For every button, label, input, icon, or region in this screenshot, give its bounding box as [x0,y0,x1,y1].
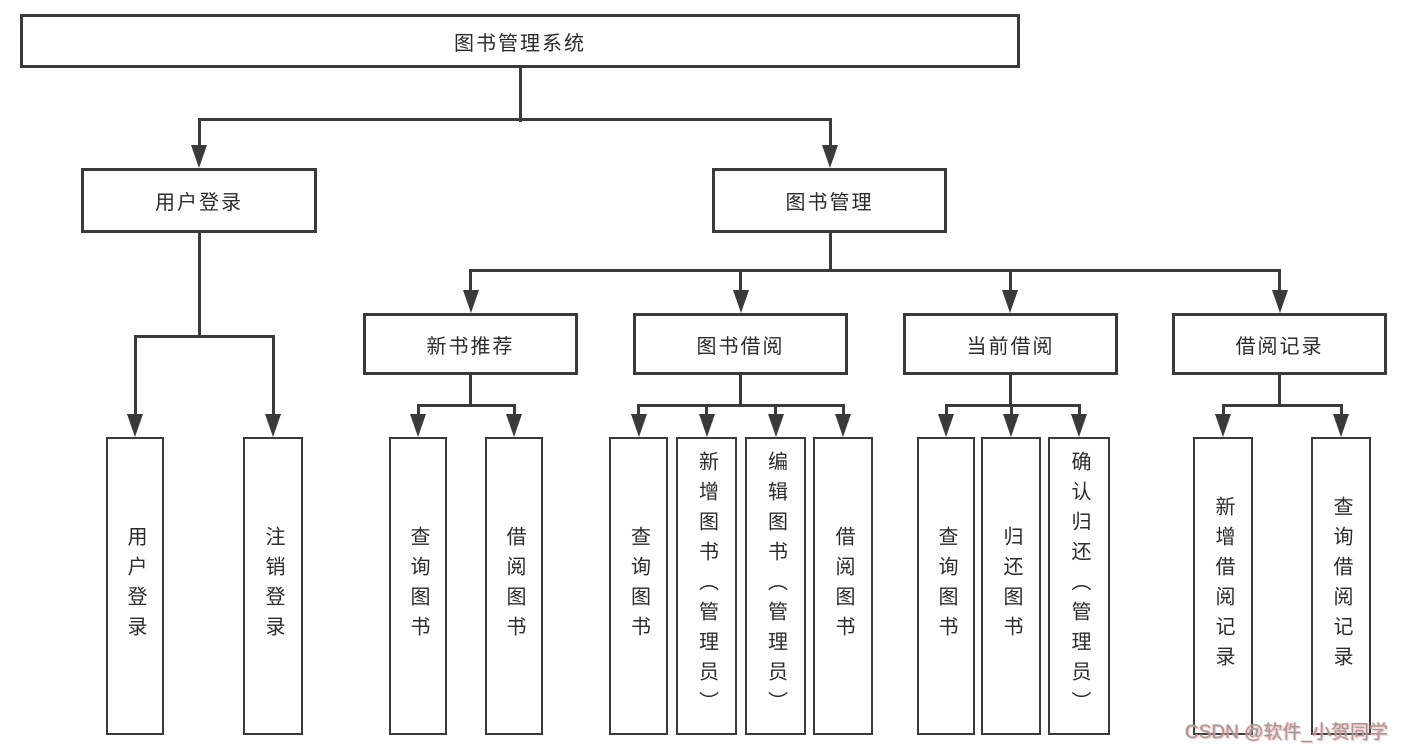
connector-nbr-branch [416,403,516,407]
connector-bb-borrow-drop [841,405,845,419]
connector-nbr-stem [469,375,472,407]
watermark-text: CSDN @软件_小贺同学 [1185,722,1388,743]
connector-user-login-drop [197,119,201,150]
node-nbr-borrow-books: 借阅图书 [485,437,543,735]
node-borrow-records: 借阅记录 [1172,313,1387,375]
arrowhead-nbr-query [410,414,426,437]
arrowhead-current-borrow [1002,290,1018,313]
arrowhead-nbr-borrow [506,414,522,437]
connector-cb-stem [1008,375,1012,407]
connector-current-borrow-drop [1008,269,1012,296]
arrowhead-bb-query [630,414,647,437]
connector-book-management-stem [828,233,832,272]
connector-nbr-borrow-drop [512,405,516,419]
connector-bb-add-drop [705,405,708,419]
arrowhead-cb-confirm [1071,414,1087,437]
connector-br-add-drop [1221,405,1225,419]
arrowhead-new-book-recommend [462,290,479,313]
node-nbr-query-books: 查询图书 [389,437,447,735]
connector-bb-edit-drop [774,405,777,419]
arrowhead-book-management [822,145,838,168]
connector-cb-return-drop [1009,405,1013,419]
connector-cb-branch [944,403,1081,407]
node-bb-borrow-books: 借阅图书 [813,437,873,735]
connector-book-management-branch [469,268,1281,272]
arrowhead-user-login-leaf [127,414,143,437]
connector-user-login-stem [197,233,201,338]
connector-book-borrow-drop [739,269,742,296]
node-book-borrow: 图书借阅 [633,313,848,375]
node-bb-query-books: 查询图书 [609,437,668,735]
connector-cb-confirm-drop [1077,405,1081,419]
node-user-login-leaf: 用户登录 [106,437,164,735]
connector-cb-query-drop [944,405,948,419]
connector-user-login-leaf-drop [133,336,137,419]
connector-borrow-records-drop [1278,269,1281,296]
node-logout-login: 注销登录 [243,437,303,735]
connector-br-branch [1221,403,1343,407]
connector-logout-drop [271,336,275,419]
arrowhead-cb-return [1003,414,1019,437]
arrowhead-bb-borrow [835,414,851,437]
arrowhead-bb-edit [767,414,784,437]
arrowhead-book-borrow [732,290,749,313]
node-bb-add-books-admin: 新增图书（管理员） [676,437,737,735]
connector-root-stem [518,68,522,122]
node-br-add-record: 新增借阅记录 [1193,437,1253,735]
connector-bb-query-drop [637,405,640,419]
arrowhead-br-add [1215,414,1231,437]
node-cb-confirm-return-admin: 确认归还（管理员） [1048,437,1110,735]
node-book-management: 图书管理 [712,168,947,233]
node-bb-edit-books-admin: 编辑图书（管理员） [745,437,806,735]
connector-br-stem [1278,375,1281,407]
arrowhead-bb-add [698,414,715,437]
node-cb-query-books: 查询图书 [917,437,975,735]
connector-bb-branch [637,403,845,407]
arrowhead-logout [265,414,281,437]
node-user-login: 用户登录 [81,168,317,233]
arrowhead-cb-query [938,414,954,437]
node-new-book-recommend: 新书推荐 [363,313,578,375]
connector-br-query-drop [1339,405,1343,419]
node-br-query-record: 查询借阅记录 [1311,437,1371,735]
connector-bb-stem [739,375,742,407]
arrowhead-br-query [1333,414,1349,437]
node-library-management-system: 图书管理系统 [20,14,1020,68]
arrowhead-user-login [191,145,207,168]
node-cb-return-books: 归还图书 [981,437,1041,735]
connector-book-management-drop [828,119,832,150]
connector-user-login-branch [133,334,275,338]
arrowhead-borrow-records [1271,290,1288,313]
connector-new-book-recommend-drop [469,269,472,296]
node-current-borrow: 当前借阅 [903,313,1118,375]
connector-nbr-query-drop [416,405,420,419]
connector-root-branch [197,117,832,121]
